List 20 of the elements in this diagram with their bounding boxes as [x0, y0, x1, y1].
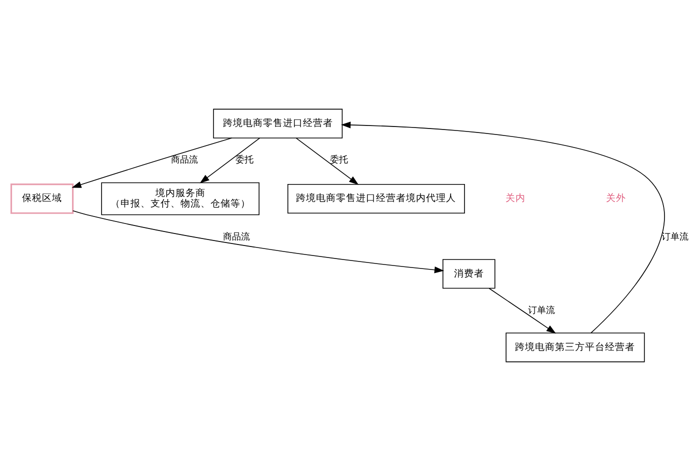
node-box: 跨境电商第三方平台经营者 [506, 332, 645, 362]
node-box: 保税区域 [10, 183, 74, 214]
arrow [488, 287, 556, 334]
arrow [72, 137, 232, 188]
arrow [296, 137, 359, 184]
edge-label: 委托 [330, 155, 348, 166]
arrow [72, 210, 444, 273]
edge-label: 订单流 [528, 305, 556, 316]
edge-label: 商品流 [222, 232, 250, 242]
arrow [341, 121, 665, 333]
label: 关外 [606, 192, 626, 204]
edge-label: 商品流 [170, 155, 198, 166]
arrow [200, 137, 260, 183]
edge-label: 委托 [236, 155, 254, 166]
node-box: 境内服务商 （申报、支付、物流、仓储等） [101, 182, 260, 215]
label: 关内 [505, 192, 526, 204]
node-box: 跨境电商零售进口经营者境内代理人 [287, 183, 465, 214]
edge-label: 订单流 [662, 232, 689, 242]
node-box: 跨境电商零售进口经营者 [213, 108, 343, 138]
node-box: 消费者 [442, 258, 496, 288]
